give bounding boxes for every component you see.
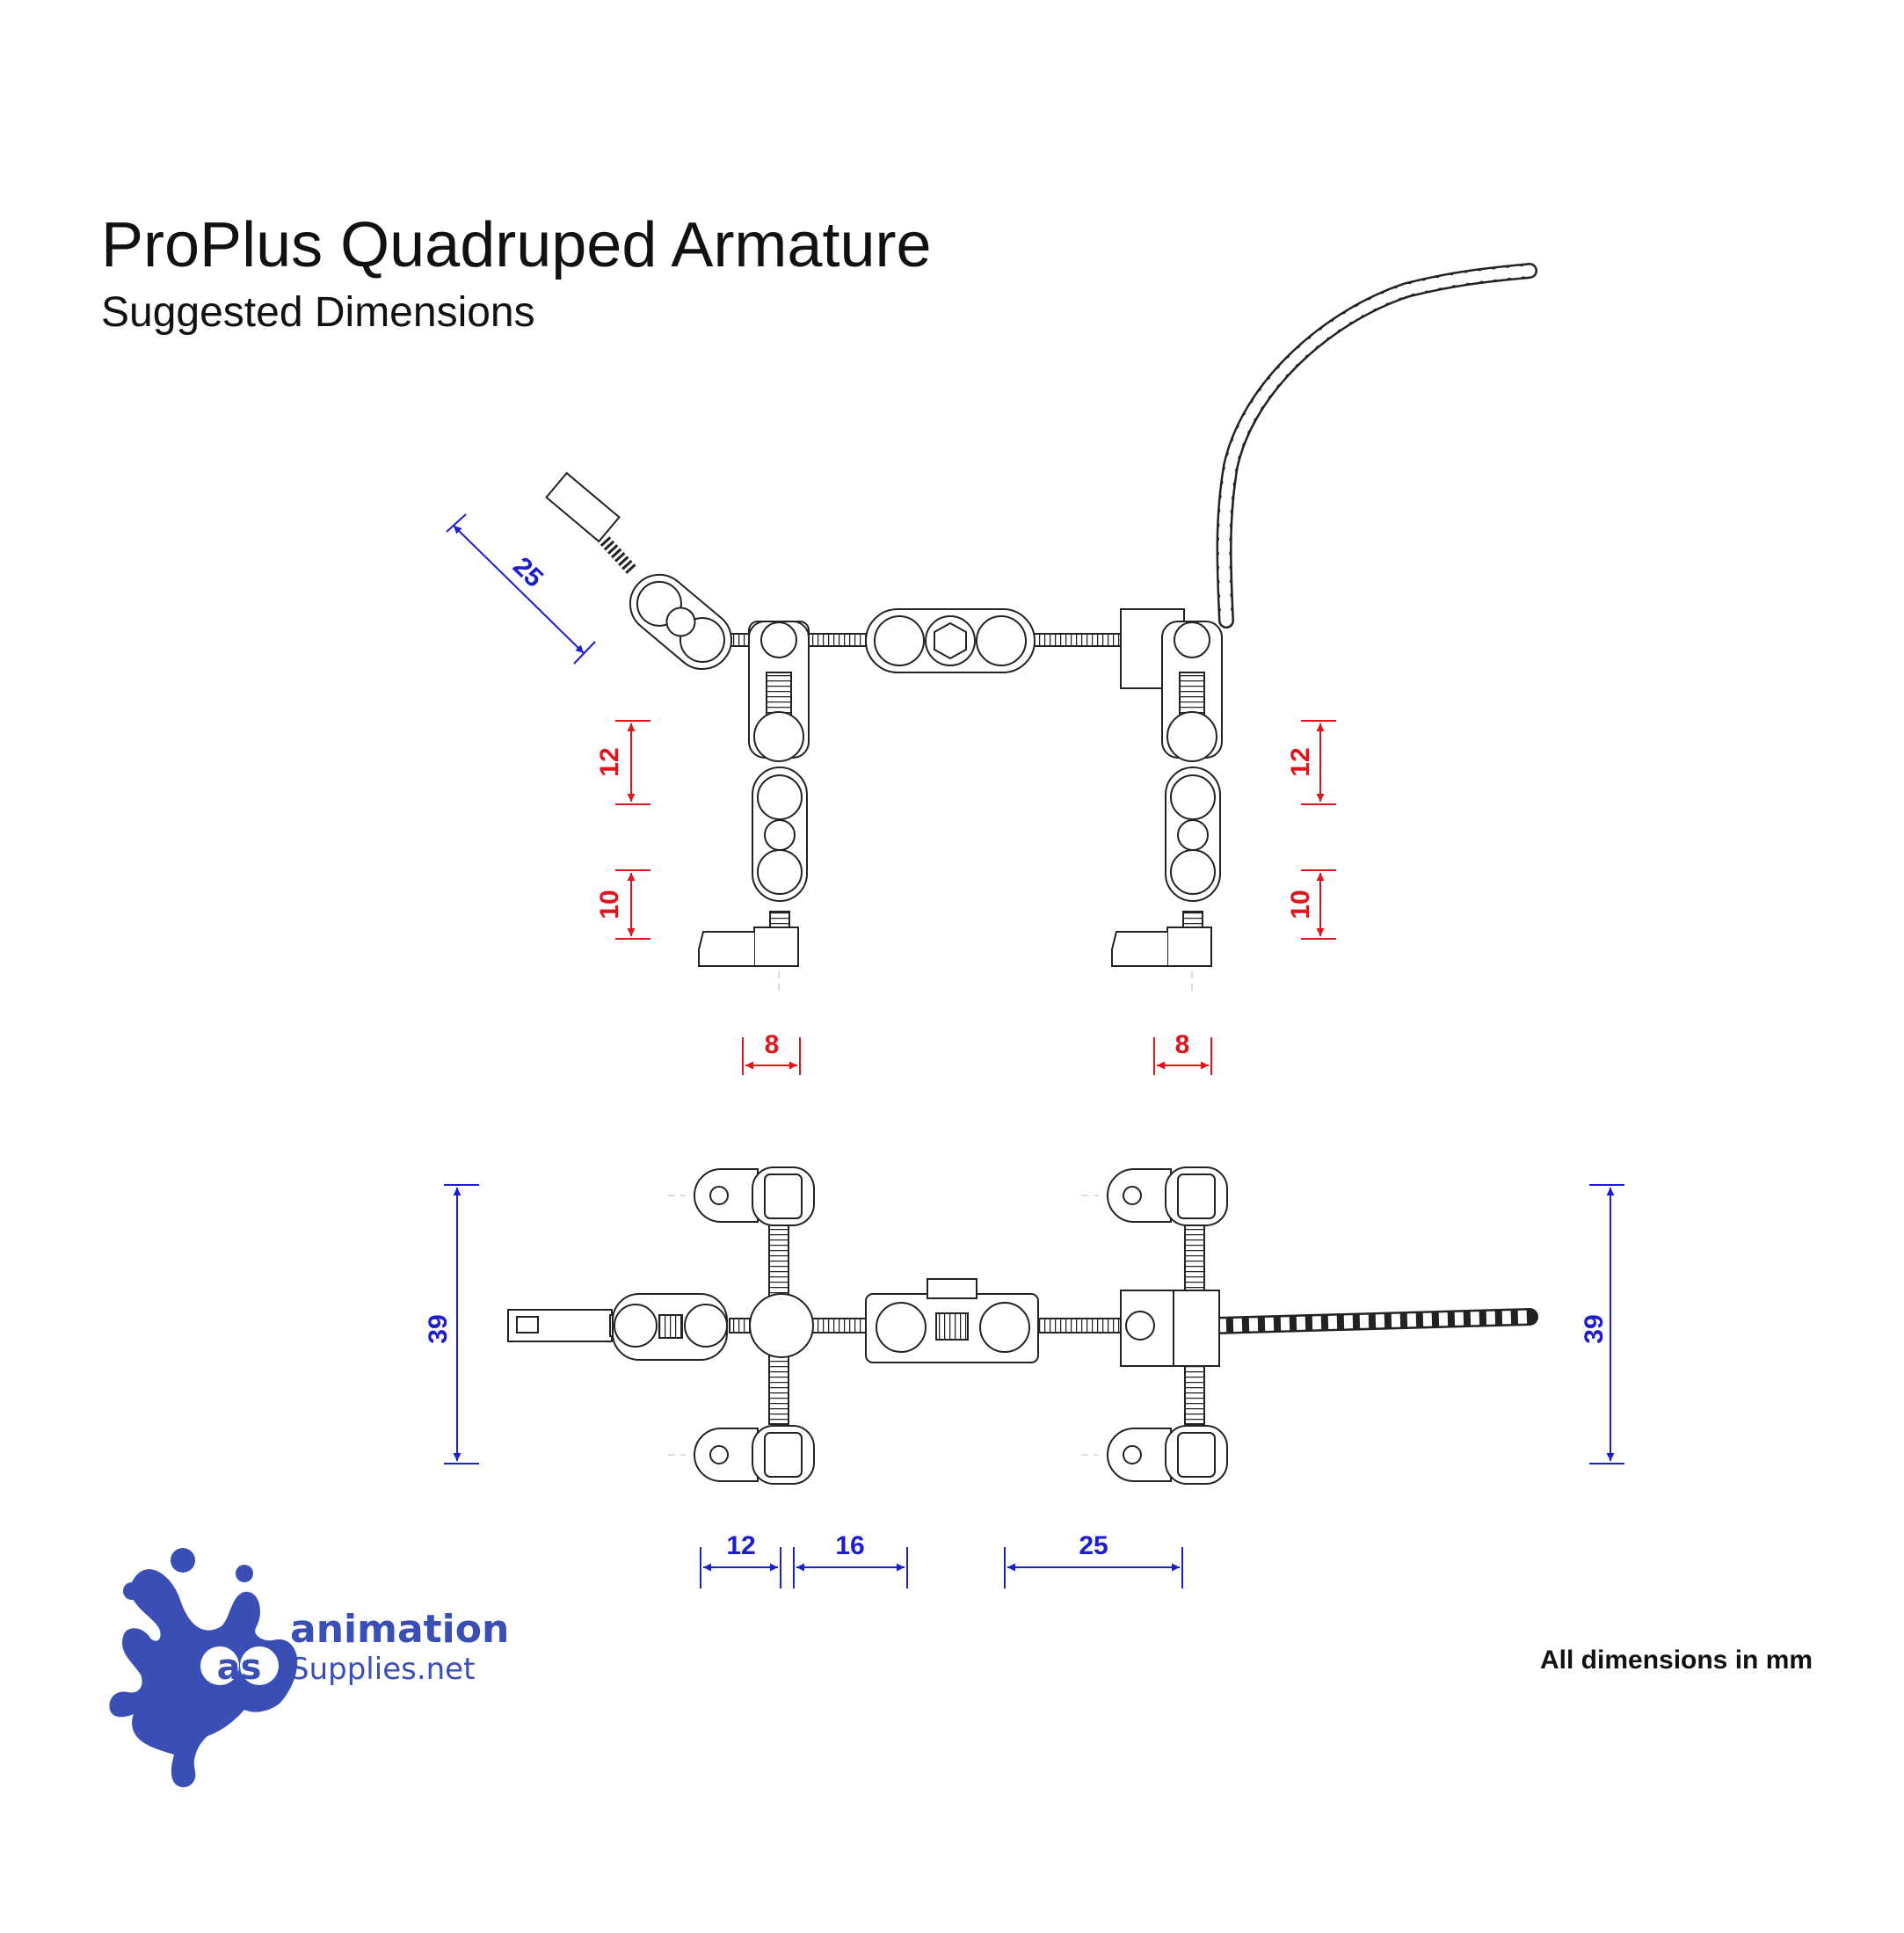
tail-wire	[1216, 263, 1537, 629]
rear-lower-leg-label: 10	[1286, 890, 1315, 919]
rear-upper-leg-label: 12	[1286, 747, 1315, 776]
logo-mark-text: as	[217, 1647, 262, 1688]
top-view	[507, 1166, 1538, 1485]
splash-icon	[109, 1548, 298, 1788]
rear-foot-label: 8	[1175, 1030, 1190, 1059]
front-lower-leg-label: 10	[595, 890, 624, 919]
top-dimensions	[444, 1184, 1624, 1588]
logo-line1: animation	[290, 1607, 509, 1652]
front-left-foot-top	[694, 1166, 815, 1226]
brand-logo: as animation Supplies.net	[109, 1548, 509, 1788]
neck-length-label: 25	[507, 552, 549, 593]
logo-line2: Supplies.net	[290, 1652, 475, 1687]
page-subtitle: Suggested Dimensions	[101, 289, 535, 336]
mid-block-top	[865, 1278, 1039, 1363]
rear-spine-rod	[1032, 633, 1123, 647]
rear-left-foot-top	[1107, 1166, 1228, 1226]
neck-dimension	[446, 513, 596, 665]
front-right-foot-top	[694, 1425, 815, 1485]
head-assembly	[545, 471, 732, 671]
tail-wire-top	[1209, 1308, 1538, 1334]
logo-as-mark: as	[200, 1646, 279, 1688]
side-dimensions	[615, 720, 1336, 1075]
units-note: All dimensions in mm	[1540, 1646, 1813, 1675]
front-upper-leg-label: 12	[595, 747, 624, 776]
front-spine-rod	[803, 633, 873, 647]
shoulder-to-block-label: 12	[726, 1531, 755, 1560]
rear-right-foot-top	[1107, 1425, 1228, 1485]
block-length-label: 16	[835, 1531, 864, 1560]
mid-to-hip-label: 25	[1079, 1531, 1108, 1560]
mid-spine-block	[865, 608, 1036, 673]
hip-block-top	[1120, 1290, 1220, 1367]
rear-leg	[1111, 608, 1223, 967]
page-title: ProPlus Quadruped Armature	[101, 210, 932, 280]
width-left-label: 39	[424, 1314, 453, 1343]
front-foot-label: 8	[765, 1030, 780, 1059]
front-leg	[698, 621, 810, 967]
side-view	[545, 263, 1537, 993]
shoulder-ball-joint	[749, 1293, 814, 1358]
neck-joint-top	[612, 1293, 728, 1361]
width-right-label: 39	[1580, 1314, 1609, 1343]
